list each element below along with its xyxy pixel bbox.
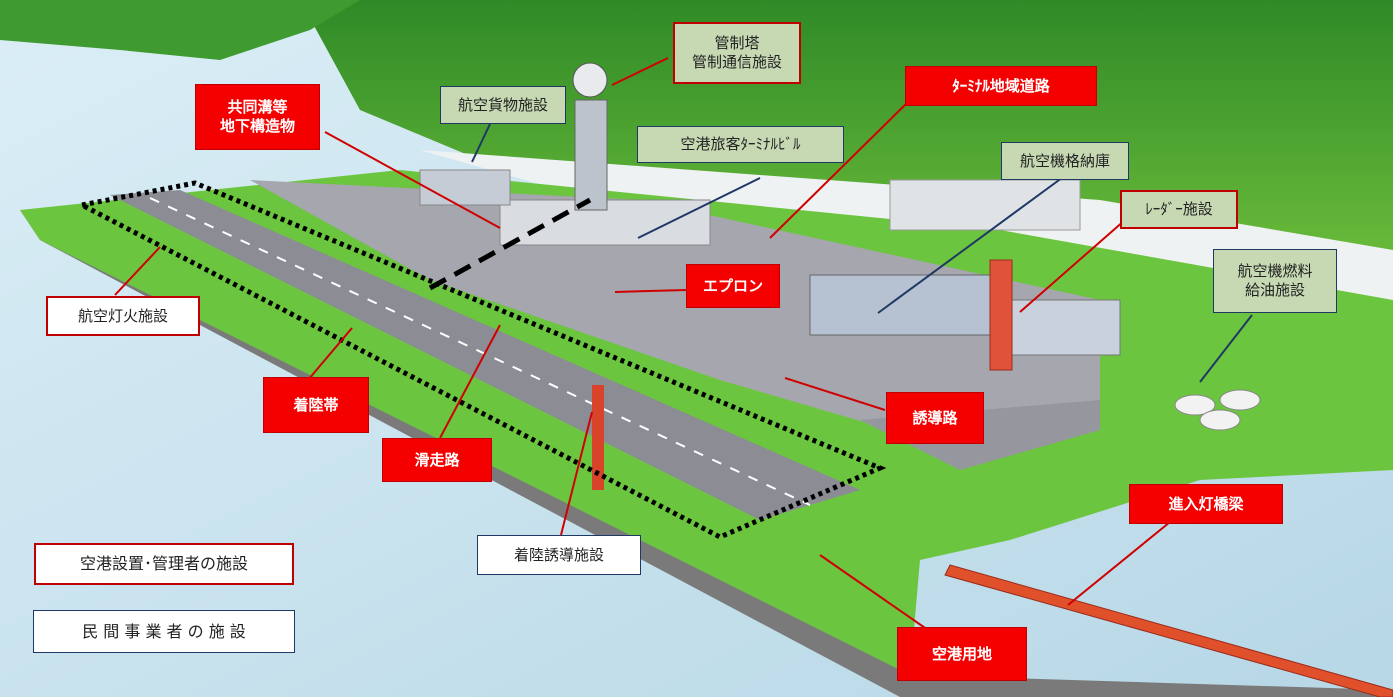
arrow — [324, 131, 501, 229]
arrow — [114, 246, 161, 296]
arrow — [560, 411, 593, 536]
arrow — [784, 377, 886, 411]
legend-airport-operator: 空港設置･管理者の施設 — [34, 543, 294, 585]
arrow — [1199, 314, 1253, 383]
arrow — [1067, 521, 1171, 606]
control-tower — [574, 99, 608, 211]
arrow — [611, 57, 669, 86]
landing-guidance-antenna — [592, 385, 604, 490]
apron-label: エプロン — [686, 264, 780, 308]
legend-private-operator: 民 間 事 業 者 の 施 設 — [33, 610, 295, 653]
hangar-label: 航空機格納庫 — [1001, 142, 1129, 180]
arrow — [819, 554, 929, 631]
radar-facility-label: ﾚｰﾀﾞｰ施設 — [1120, 190, 1238, 229]
runway-strip-boundary — [74, 180, 887, 540]
approach-light-bridge — [944, 564, 1393, 697]
cargo-building — [419, 169, 511, 206]
runway-strip-label: 着陸帯 — [263, 377, 369, 433]
arrow — [614, 289, 687, 293]
control-tower-label: 管制塔 管制通信施設 — [673, 22, 801, 84]
arrow — [439, 324, 501, 439]
arrow — [769, 99, 911, 239]
runway-label: 滑走路 — [382, 438, 492, 482]
control-tower-label-line2: 管制通信施設 — [691, 53, 782, 71]
parking-blocks — [889, 179, 1081, 231]
hangar-building — [809, 274, 1001, 336]
passenger-terminal-label: 空港旅客ﾀｰﾐﾅﾙﾋﾞﾙ — [637, 126, 844, 163]
arrow — [307, 327, 353, 381]
runway-centerline — [149, 197, 811, 506]
hill-left — [0, 0, 360, 60]
pointer-arrows — [114, 57, 1253, 631]
terminal-road-label: ﾀｰﾐﾅﾙ地域道路 — [905, 66, 1097, 106]
apron-area — [250, 180, 1100, 450]
arrow — [471, 123, 491, 163]
arrow — [1019, 219, 1126, 313]
utility-tunnel-label-line2: 地下構造物 — [219, 117, 295, 135]
fuel-facility-label: 航空機燃料 給油施設 — [1213, 249, 1337, 313]
fuel-tank — [1174, 394, 1216, 416]
annex-building — [999, 299, 1121, 356]
utility-tunnel-label: 共同溝等 地下構造物 — [195, 84, 320, 150]
tower-cab — [572, 62, 608, 98]
utility-tunnel-line — [428, 197, 592, 291]
approach-light-bridge-label: 進入灯橋梁 — [1129, 484, 1283, 524]
radar-tower — [989, 259, 1013, 371]
lighting-facility-label: 航空灯火施設 — [46, 296, 200, 336]
cargo-facility-label: 航空貨物施設 — [440, 86, 566, 124]
taxiway-label: 誘導路 — [886, 392, 984, 444]
fuel-tank — [1199, 409, 1241, 431]
landing-guidance-label: 着陸誘導施設 — [477, 535, 641, 575]
control-tower-label-line1: 管制塔 — [714, 34, 760, 53]
arrow — [637, 177, 761, 239]
fuel-facility-label-line1: 航空機燃料 — [1237, 262, 1313, 281]
utility-tunnel-label-line1: 共同溝等 — [227, 98, 288, 117]
airport-land-label: 空港用地 — [897, 627, 1027, 681]
fuel-tank — [1219, 389, 1261, 411]
fuel-facility-label-line2: 給油施設 — [1244, 281, 1305, 299]
arrow — [877, 171, 1071, 314]
